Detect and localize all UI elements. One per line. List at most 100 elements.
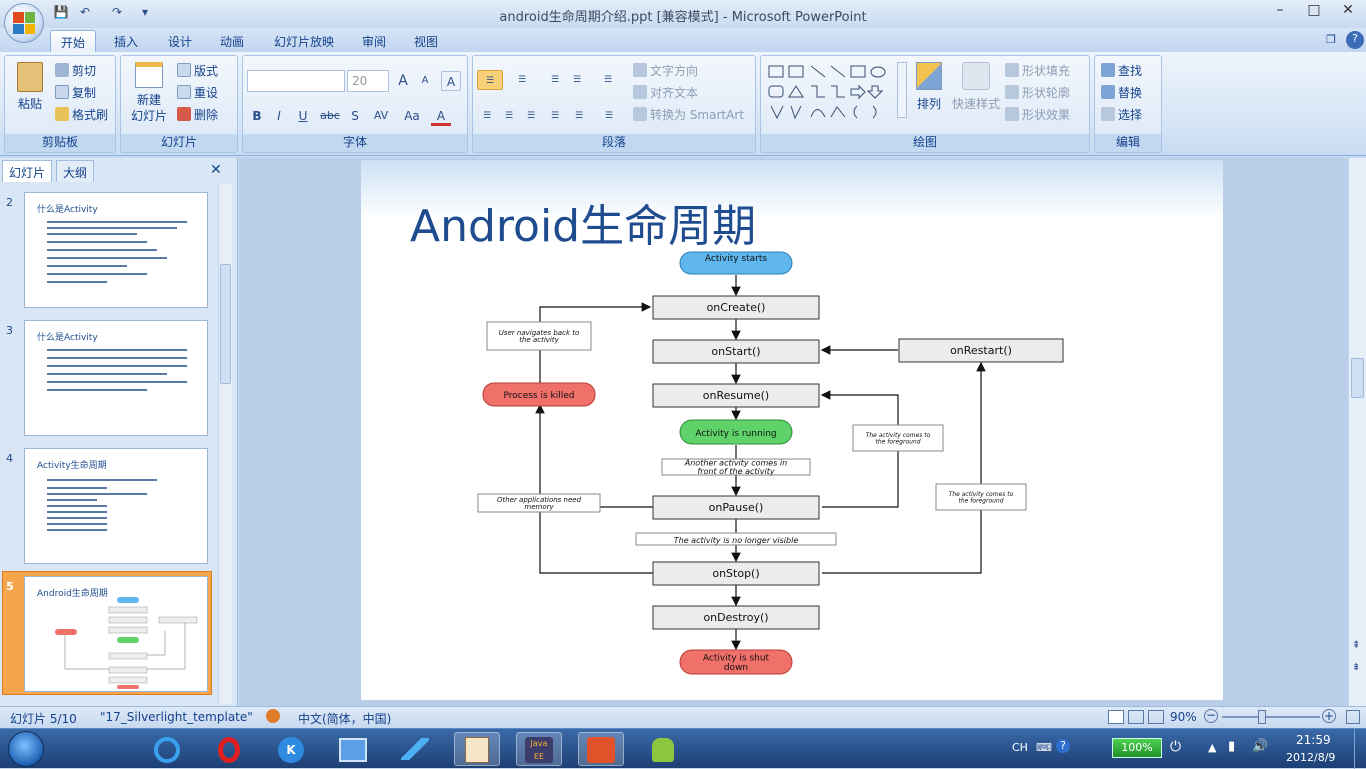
numbering-icon[interactable]: ☰ — [517, 75, 527, 85]
cut-button[interactable]: 剪切 — [55, 62, 96, 79]
powerpoint-taskbar-icon[interactable] — [578, 732, 624, 766]
tab-design[interactable]: 设计 — [167, 35, 192, 49]
char-spacing-button[interactable]: AV — [373, 109, 389, 122]
paste-button[interactable]: 粘贴 — [11, 62, 49, 112]
format-painter-button[interactable]: 格式刷 — [55, 106, 108, 123]
power-plug-icon[interactable]: ⏻ — [1170, 739, 1182, 755]
tab-home[interactable]: 开始 — [50, 30, 96, 52]
network-icon[interactable]: ▮ — [1228, 739, 1236, 754]
justify-icon[interactable]: ☰ — [550, 111, 560, 121]
zoom-slider-thumb[interactable] — [1258, 710, 1266, 724]
layout-button[interactable]: 版式 — [177, 62, 218, 79]
arrange-button[interactable]: 排列 — [911, 62, 947, 112]
explorer-taskbar-icon[interactable] — [330, 732, 376, 766]
shrink-font-button[interactable]: A — [421, 75, 429, 86]
copy-button[interactable]: 复制 — [55, 84, 96, 101]
ie-taskbar-icon[interactable] — [144, 732, 190, 766]
font-name-combo[interactable] — [247, 70, 345, 92]
keyboard-icon[interactable]: ⌨ — [1036, 741, 1052, 754]
smartart-button[interactable]: 转换为 SmartArt — [633, 106, 744, 123]
maximize-button[interactable]: □ — [1307, 2, 1321, 18]
fit-window-icon[interactable] — [1346, 710, 1360, 724]
notepad-taskbar-icon[interactable] — [454, 732, 500, 766]
panel-scroll-thumb[interactable] — [220, 264, 231, 384]
office-button[interactable] — [4, 3, 44, 43]
replace-button[interactable]: 替换 — [1101, 84, 1142, 101]
tab-review[interactable]: 审阅 — [361, 35, 386, 49]
slide-thumb-5[interactable]: Android生命周期 — [24, 576, 208, 692]
text-direction-button[interactable]: 文字方向 — [633, 62, 698, 79]
eclipse-taskbar-icon[interactable]: Java EE — [516, 732, 562, 766]
new-slide-button[interactable]: 新建 幻灯片 — [125, 62, 173, 124]
tab-outline[interactable]: 大纲 — [56, 160, 95, 182]
shape-effects-button[interactable]: 形状效果 — [1005, 106, 1070, 123]
tab-insert[interactable]: 插入 — [113, 35, 138, 49]
zoom-out-icon[interactable]: − — [1204, 708, 1218, 723]
line-spacing-icon[interactable]: ☰ — [603, 75, 613, 85]
close-panel-icon[interactable]: ✕ — [210, 162, 222, 178]
customize-qat-icon[interactable]: ▾ — [141, 5, 149, 19]
align-left-icon[interactable]: ☰ — [482, 111, 492, 121]
input-language[interactable]: CH — [1012, 741, 1028, 754]
tab-view[interactable]: 视图 — [413, 35, 438, 49]
grow-font-button[interactable]: A — [398, 73, 408, 89]
sorter-view-icon[interactable] — [1128, 710, 1144, 724]
prev-slide-icon[interactable]: ⇞ — [1352, 640, 1361, 651]
zoom-in-icon[interactable]: + — [1322, 709, 1336, 723]
restore-ribbon-button[interactable]: ❐ — [1326, 33, 1336, 46]
font-color-button[interactable]: A — [431, 106, 451, 126]
vertical-scrollbar[interactable]: ⇞ ⇟ — [1348, 158, 1366, 706]
font-size-combo[interactable]: 20 — [347, 70, 389, 92]
android-taskbar-icon[interactable] — [640, 732, 686, 766]
slide-thumb-3[interactable]: 什么是Activity — [24, 320, 208, 436]
panel-scrollbar[interactable] — [218, 184, 232, 704]
quick-styles-button[interactable]: 快速样式 — [951, 62, 1001, 112]
shadow-button[interactable]: S — [351, 109, 359, 123]
slide-thumb-2[interactable]: 什么是Activity — [24, 192, 208, 308]
battery-indicator[interactable]: 100% — [1112, 738, 1162, 758]
vertical-scroll-thumb[interactable] — [1351, 358, 1364, 398]
underline-button[interactable]: U — [298, 109, 308, 123]
language-status[interactable]: 中文(简体，中国) — [298, 712, 392, 726]
shapes-gallery[interactable] — [767, 62, 897, 122]
shape-fill-button[interactable]: 形状填充 — [1005, 62, 1070, 79]
bird-app-taskbar-icon[interactable] — [392, 732, 438, 766]
help-icon[interactable]: ? — [1346, 31, 1364, 49]
tab-slides[interactable]: 幻灯片 — [2, 160, 53, 182]
close-button[interactable]: ✕ — [1342, 2, 1354, 18]
save-icon[interactable]: 💾 — [53, 5, 69, 19]
k-app-taskbar-icon[interactable]: K — [268, 732, 314, 766]
clock-time[interactable]: 21:59 — [1296, 733, 1331, 747]
opera-taskbar-icon[interactable] — [206, 732, 252, 766]
zoom-slider[interactable] — [1222, 716, 1320, 718]
find-button[interactable]: 查找 — [1101, 62, 1142, 79]
next-slide-icon[interactable]: ⇟ — [1352, 662, 1361, 673]
show-desktop-button[interactable] — [1354, 729, 1366, 769]
strikethrough-button[interactable]: abc — [320, 109, 340, 122]
spellcheck-icon[interactable] — [266, 709, 280, 723]
minimize-button[interactable]: – — [1276, 2, 1284, 18]
help-tray-icon[interactable]: ? — [1056, 739, 1070, 753]
start-button[interactable] — [8, 731, 44, 767]
columns-icon[interactable]: ☰ — [604, 111, 614, 121]
shape-outline-button[interactable]: 形状轮廓 — [1005, 84, 1070, 101]
slide-title[interactable]: Android生命周期 — [410, 201, 757, 252]
show-hidden-icons[interactable]: ▲ — [1208, 741, 1217, 754]
volume-icon[interactable]: 🔊 — [1252, 739, 1269, 754]
align-center-icon[interactable]: ☰ — [504, 111, 514, 121]
reset-button[interactable]: 重设 — [177, 84, 218, 101]
bold-button[interactable]: B — [252, 109, 262, 123]
tab-animation[interactable]: 动画 — [219, 35, 244, 49]
delete-slide-button[interactable]: 删除 — [177, 106, 218, 123]
slideshow-view-icon[interactable] — [1148, 710, 1164, 724]
bullets-icon[interactable]: ☰ — [477, 70, 503, 90]
distribute-icon[interactable]: ☰ — [574, 111, 584, 121]
clock-date[interactable]: 2012/8/9 — [1286, 751, 1336, 764]
italic-button[interactable]: I — [277, 109, 281, 123]
redo-icon[interactable]: ↷ — [111, 5, 123, 19]
increase-indent-icon[interactable]: ☰ — [572, 75, 582, 85]
clear-format-button[interactable]: A — [441, 71, 461, 91]
normal-view-icon[interactable] — [1108, 710, 1124, 724]
align-text-button[interactable]: 对齐文本 — [633, 84, 698, 101]
decrease-indent-icon[interactable]: ☰ — [550, 75, 560, 85]
